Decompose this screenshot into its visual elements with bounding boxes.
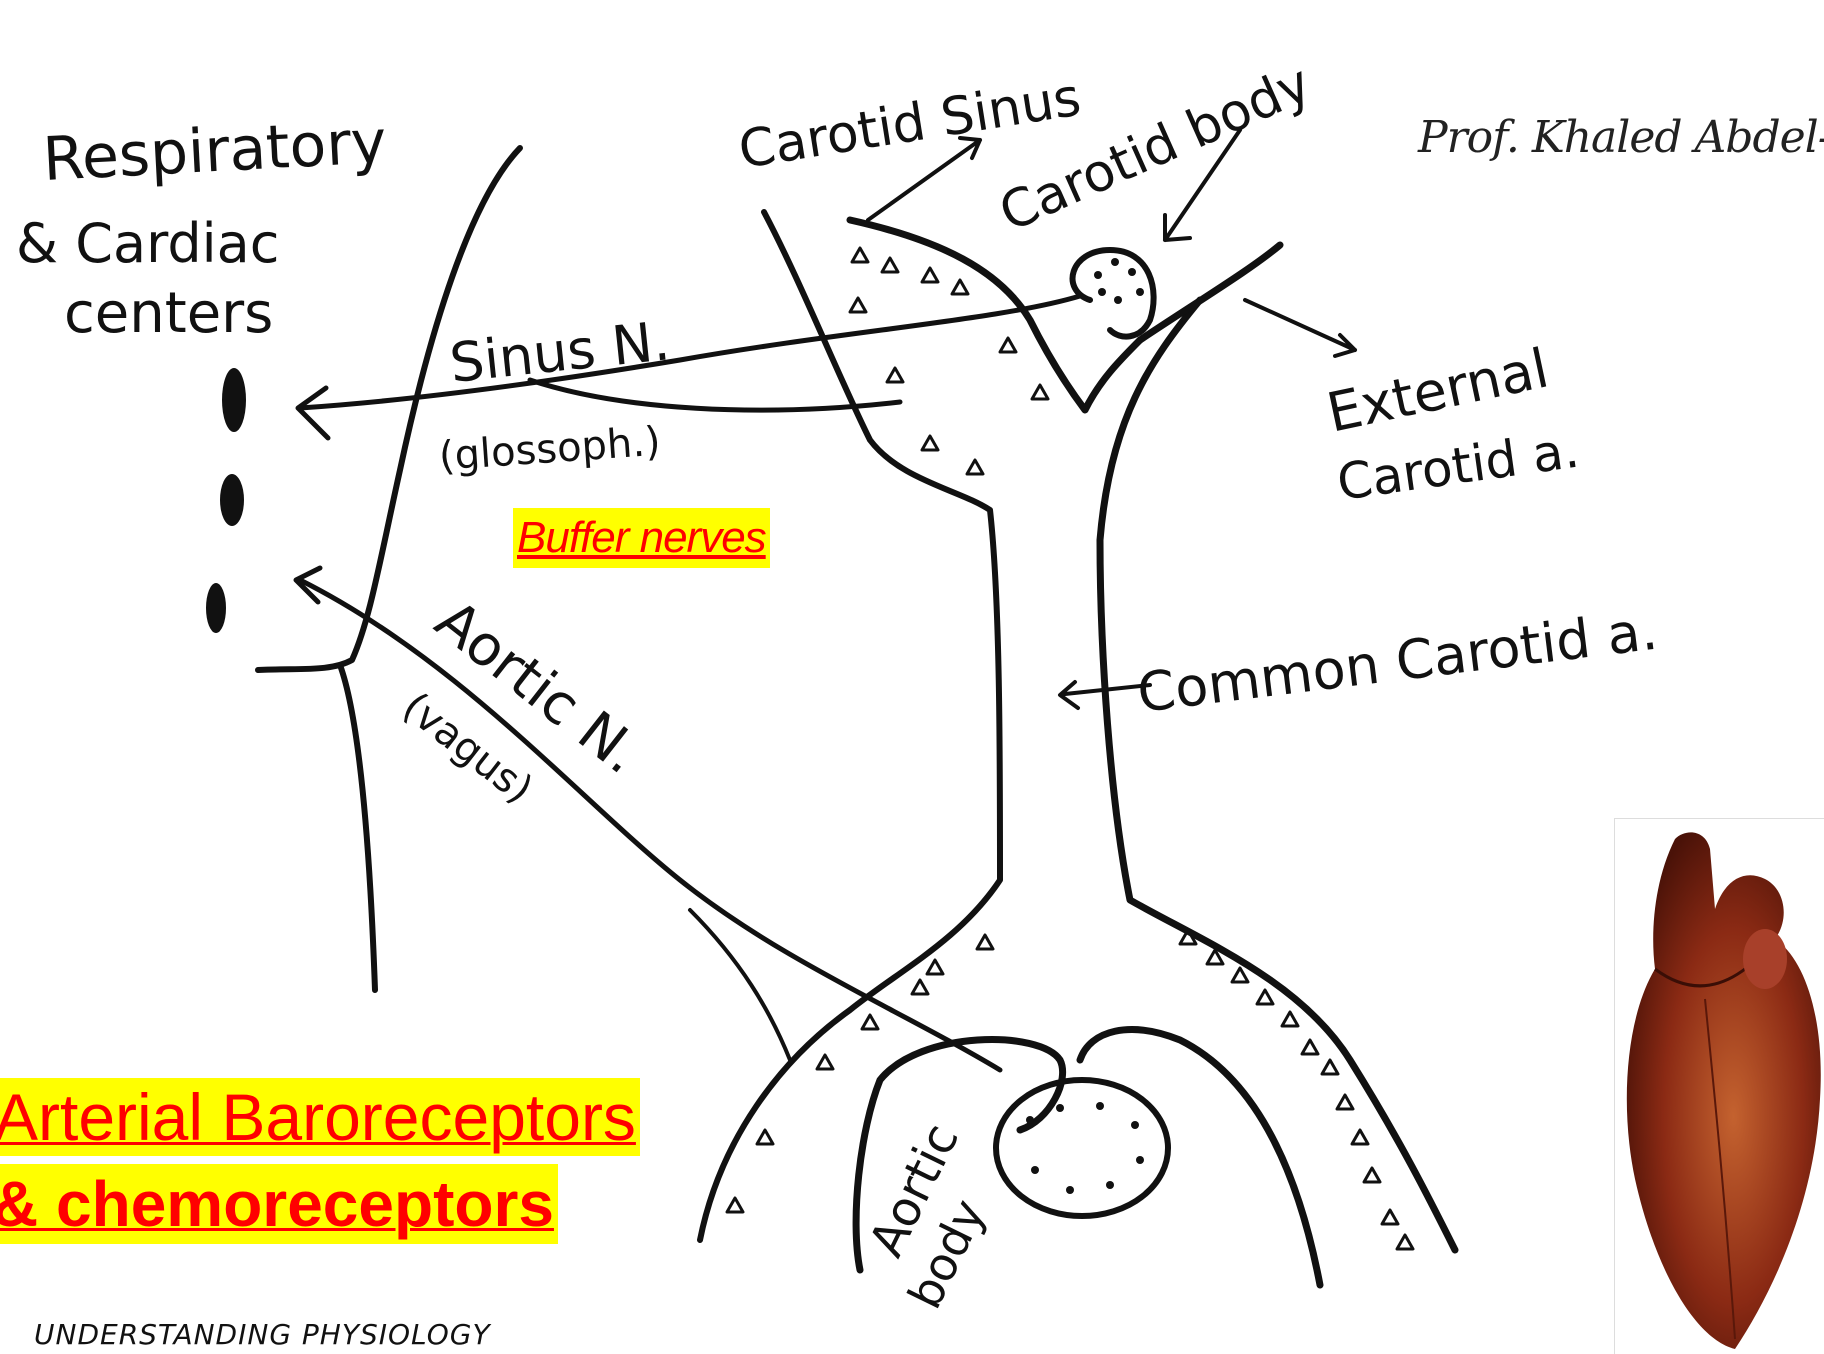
aortic-nerve [300,580,1000,1070]
label-centers: centers [64,281,273,346]
buffer-nerves-label: Buffer nerves [513,508,770,568]
carotid-left-wall [700,212,1000,1240]
label-sinus-nerve: Sinus N. [447,309,673,395]
footer-text: UNDERSTANDING PHYSIOLOGY [34,1318,491,1351]
title-line-1: Arterial Baroreceptors [0,1078,640,1156]
author-signature: Prof. Khaled Abdel-Sat [1418,112,1824,163]
centers-label: Respiratory & Cardiac centers [16,107,388,346]
title-line-2: & chemoreceptors [0,1164,558,1244]
aortic-body [996,1080,1168,1216]
heart-image [1614,818,1824,1354]
external-carotid [1140,245,1280,340]
carotid-body-dots [1094,258,1144,304]
label-carotid-sinus: Carotid Sinus [735,68,1085,181]
label-common-carotid: Common Carotid a. [1134,599,1661,725]
label-cardiac: & Cardiac [16,212,279,275]
heart-illustration [1615,819,1824,1354]
center-dot [222,368,246,432]
label-respiratory: Respiratory [41,107,388,195]
baroreceptor-markers [727,248,1413,1249]
center-dot [220,474,244,526]
label-glossoph: (glossoph.) [437,419,661,480]
external-carotid-arrow [1245,300,1355,356]
center-dot [206,583,226,633]
aortic-arch-inner-right [1080,1030,1320,1285]
spinal-line [340,665,375,990]
aortic-branch [690,910,790,1060]
sinus-nerve-arrowhead [298,388,328,438]
